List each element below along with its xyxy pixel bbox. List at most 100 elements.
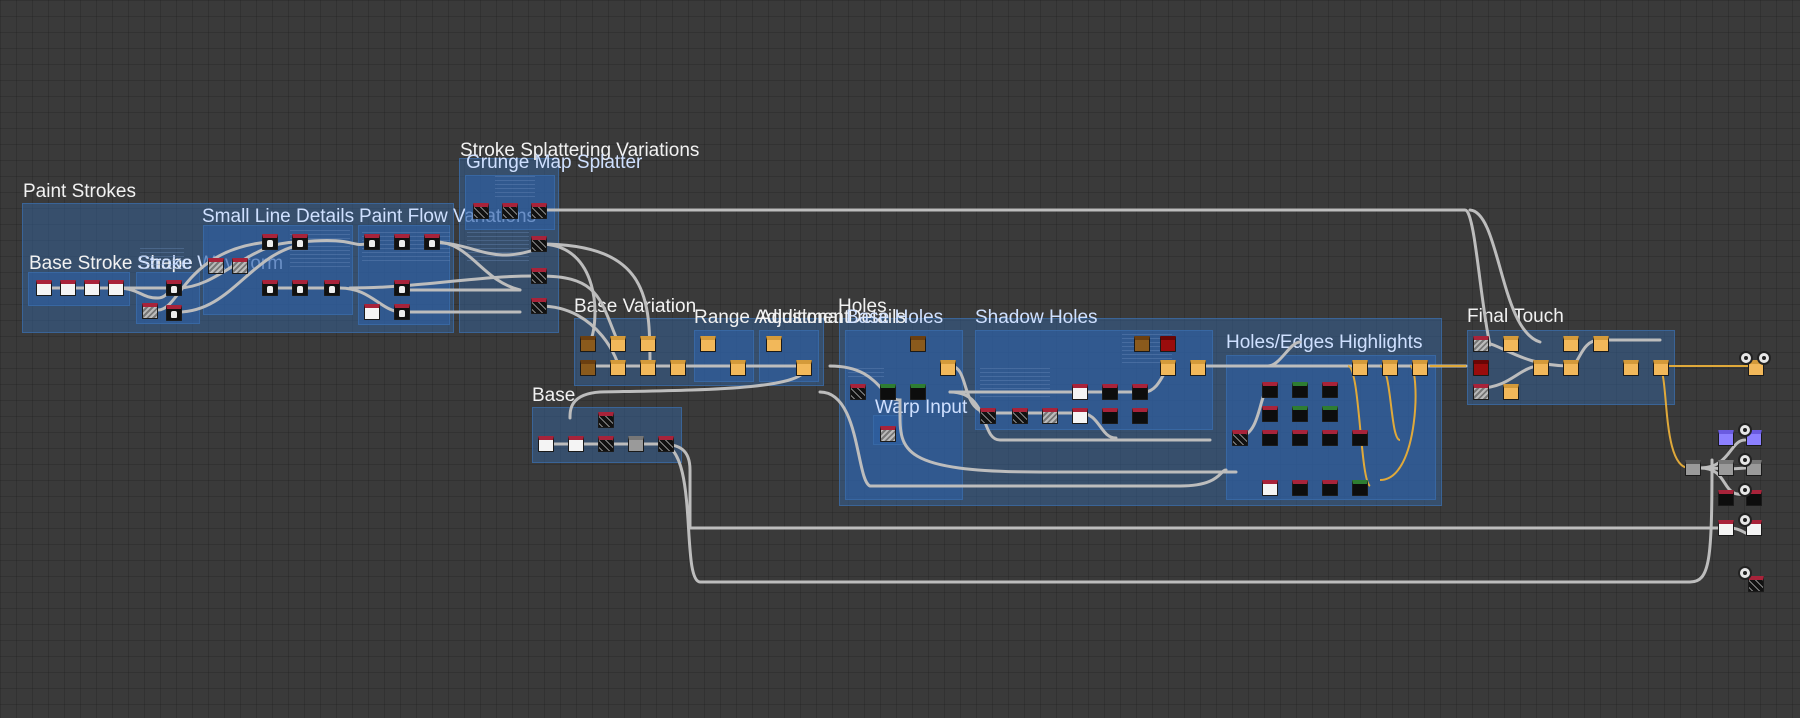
graph-node[interactable] [1322, 406, 1338, 422]
graph-output-node[interactable] [1738, 423, 1752, 437]
graph-node[interactable] [1352, 430, 1368, 446]
graph-node[interactable] [262, 280, 278, 296]
graph-node[interactable] [232, 258, 248, 274]
graph-node[interactable] [1292, 430, 1308, 446]
graph-output-node[interactable] [1738, 513, 1752, 527]
graph-node[interactable] [364, 234, 380, 250]
graph-node[interactable] [1042, 408, 1058, 424]
graph-node[interactable] [1563, 336, 1579, 352]
graph-node[interactable] [1292, 406, 1308, 422]
graph-node[interactable] [36, 280, 52, 296]
frame-holes-edges-highlights[interactable] [1226, 355, 1436, 500]
graph-node[interactable] [1292, 382, 1308, 398]
graph-node[interactable] [1533, 360, 1549, 376]
frame-grunge-map-splatter[interactable] [465, 175, 555, 230]
graph-node[interactable] [610, 360, 626, 376]
graph-node[interactable] [766, 336, 782, 352]
graph-node[interactable] [1352, 480, 1368, 496]
graph-node[interactable] [640, 336, 656, 352]
graph-node[interactable] [1593, 336, 1609, 352]
graph-node[interactable] [1262, 382, 1278, 398]
graph-node[interactable] [394, 280, 410, 296]
graph-node[interactable] [580, 336, 596, 352]
graph-node[interactable] [1102, 408, 1118, 424]
graph-node[interactable] [1412, 360, 1428, 376]
graph-node[interactable] [166, 280, 182, 296]
graph-node[interactable] [1134, 336, 1150, 352]
graph-node[interactable] [394, 234, 410, 250]
graph-node[interactable] [1012, 408, 1028, 424]
graph-node[interactable] [910, 384, 926, 400]
graph-node[interactable] [166, 305, 182, 321]
graph-node[interactable] [142, 303, 158, 319]
graph-node[interactable] [1160, 360, 1176, 376]
graph-node[interactable] [531, 298, 547, 314]
graph-node[interactable] [473, 203, 489, 219]
graph-node[interactable] [1382, 360, 1398, 376]
graph-node[interactable] [292, 234, 308, 250]
graph-node[interactable] [940, 360, 956, 376]
graph-node[interactable] [670, 360, 686, 376]
graph-node[interactable] [880, 426, 896, 442]
graph-node[interactable] [1352, 360, 1368, 376]
graph-node[interactable] [1718, 490, 1734, 506]
graph-node[interactable] [1102, 384, 1118, 400]
graph-node[interactable] [324, 280, 340, 296]
graph-node[interactable] [292, 280, 308, 296]
graph-node[interactable] [1262, 430, 1278, 446]
graph-node[interactable] [60, 280, 76, 296]
graph-node[interactable] [1623, 360, 1639, 376]
graph-node[interactable] [628, 436, 644, 452]
graph-node[interactable] [1190, 360, 1206, 376]
graph-node[interactable] [610, 336, 626, 352]
graph-node[interactable] [1262, 406, 1278, 422]
graph-node[interactable] [1292, 480, 1308, 496]
graph-node[interactable] [538, 436, 554, 452]
graph-node[interactable] [880, 384, 896, 400]
graph-node[interactable] [1563, 360, 1579, 376]
graph-output-node[interactable] [1738, 453, 1752, 467]
graph-node[interactable] [531, 268, 547, 284]
frame-base-holes[interactable] [845, 330, 963, 500]
graph-node[interactable] [364, 304, 380, 320]
graph-node[interactable] [1322, 480, 1338, 496]
graph-node[interactable] [658, 436, 674, 452]
graph-node[interactable] [640, 360, 656, 376]
graph-node[interactable] [580, 360, 596, 376]
graph-node[interactable] [1072, 408, 1088, 424]
graph-node[interactable] [84, 280, 100, 296]
graph-node[interactable] [1748, 576, 1764, 592]
graph-output-node[interactable] [1738, 483, 1752, 497]
graph-node[interactable] [1653, 360, 1669, 376]
graph-node[interactable] [598, 412, 614, 428]
graph-node[interactable] [730, 360, 746, 376]
graph-node[interactable] [1718, 430, 1734, 446]
graph-node[interactable] [1503, 384, 1519, 400]
graph-node[interactable] [1718, 460, 1734, 476]
graph-node[interactable] [980, 408, 996, 424]
graph-node[interactable] [1322, 382, 1338, 398]
graph-node[interactable] [502, 203, 518, 219]
graph-node[interactable] [531, 203, 547, 219]
graph-node[interactable] [108, 280, 124, 296]
graph-node[interactable] [910, 336, 926, 352]
graph-node[interactable] [1473, 336, 1489, 352]
graph-node[interactable] [1718, 520, 1734, 536]
graph-node[interactable] [1232, 430, 1248, 446]
graph-node[interactable] [1473, 360, 1489, 376]
graph-node[interactable] [1473, 384, 1489, 400]
graph-node[interactable] [208, 258, 224, 274]
graph-node[interactable] [1262, 480, 1278, 496]
graph-node[interactable] [850, 384, 866, 400]
graph-node[interactable] [1503, 336, 1519, 352]
graph-node[interactable] [1685, 460, 1701, 476]
graph-node[interactable] [568, 436, 584, 452]
graph-node[interactable] [796, 360, 812, 376]
graph-node[interactable] [1160, 336, 1176, 352]
graph-node[interactable] [394, 304, 410, 320]
graph-node[interactable] [1132, 408, 1148, 424]
graph-node[interactable] [598, 436, 614, 452]
graph-node[interactable] [1072, 384, 1088, 400]
graph-node[interactable] [700, 336, 716, 352]
